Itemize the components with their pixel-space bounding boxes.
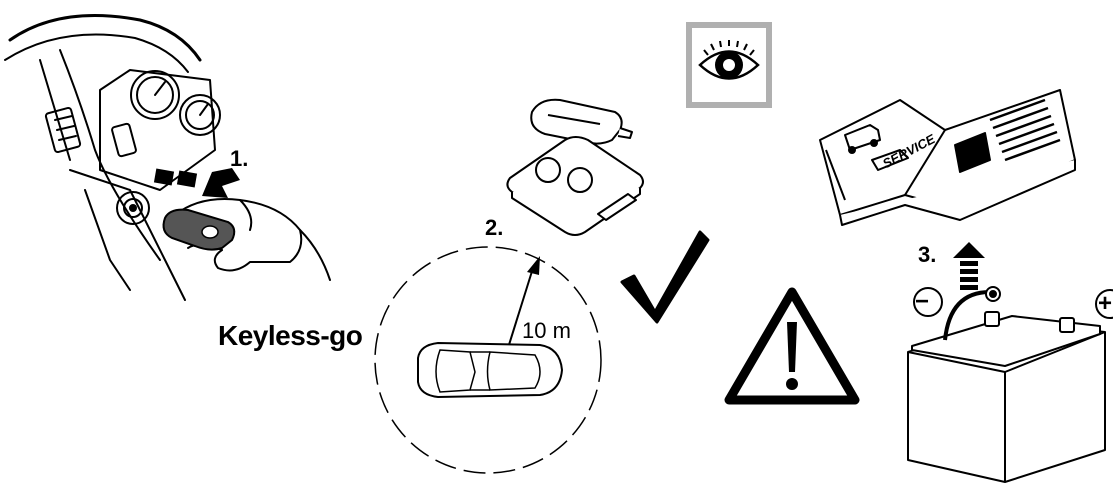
- step-2-label: 2.: [485, 215, 504, 240]
- checkmark-icon: [620, 230, 710, 324]
- keycard-icon: [506, 98, 644, 236]
- warning-triangle-icon: [724, 287, 860, 405]
- service-manual-book-icon: [819, 89, 1076, 226]
- car-key-icon: [162, 208, 236, 251]
- eye-icon: [686, 22, 772, 108]
- keyless-go-label: Keyless-go: [218, 320, 363, 351]
- battery-minus-label: −: [915, 288, 930, 315]
- up-arrow-icon: [953, 242, 985, 290]
- battery-plus-label: +: [1098, 290, 1113, 317]
- car-battery-icon: [907, 286, 1113, 483]
- step-1-label: 1.: [230, 146, 249, 171]
- step-3-label: 3.: [918, 242, 937, 267]
- keyless-range-car-icon: [374, 246, 602, 474]
- distance-label: 10 m: [522, 318, 571, 343]
- dashboard-ignition-icon: [4, 14, 331, 301]
